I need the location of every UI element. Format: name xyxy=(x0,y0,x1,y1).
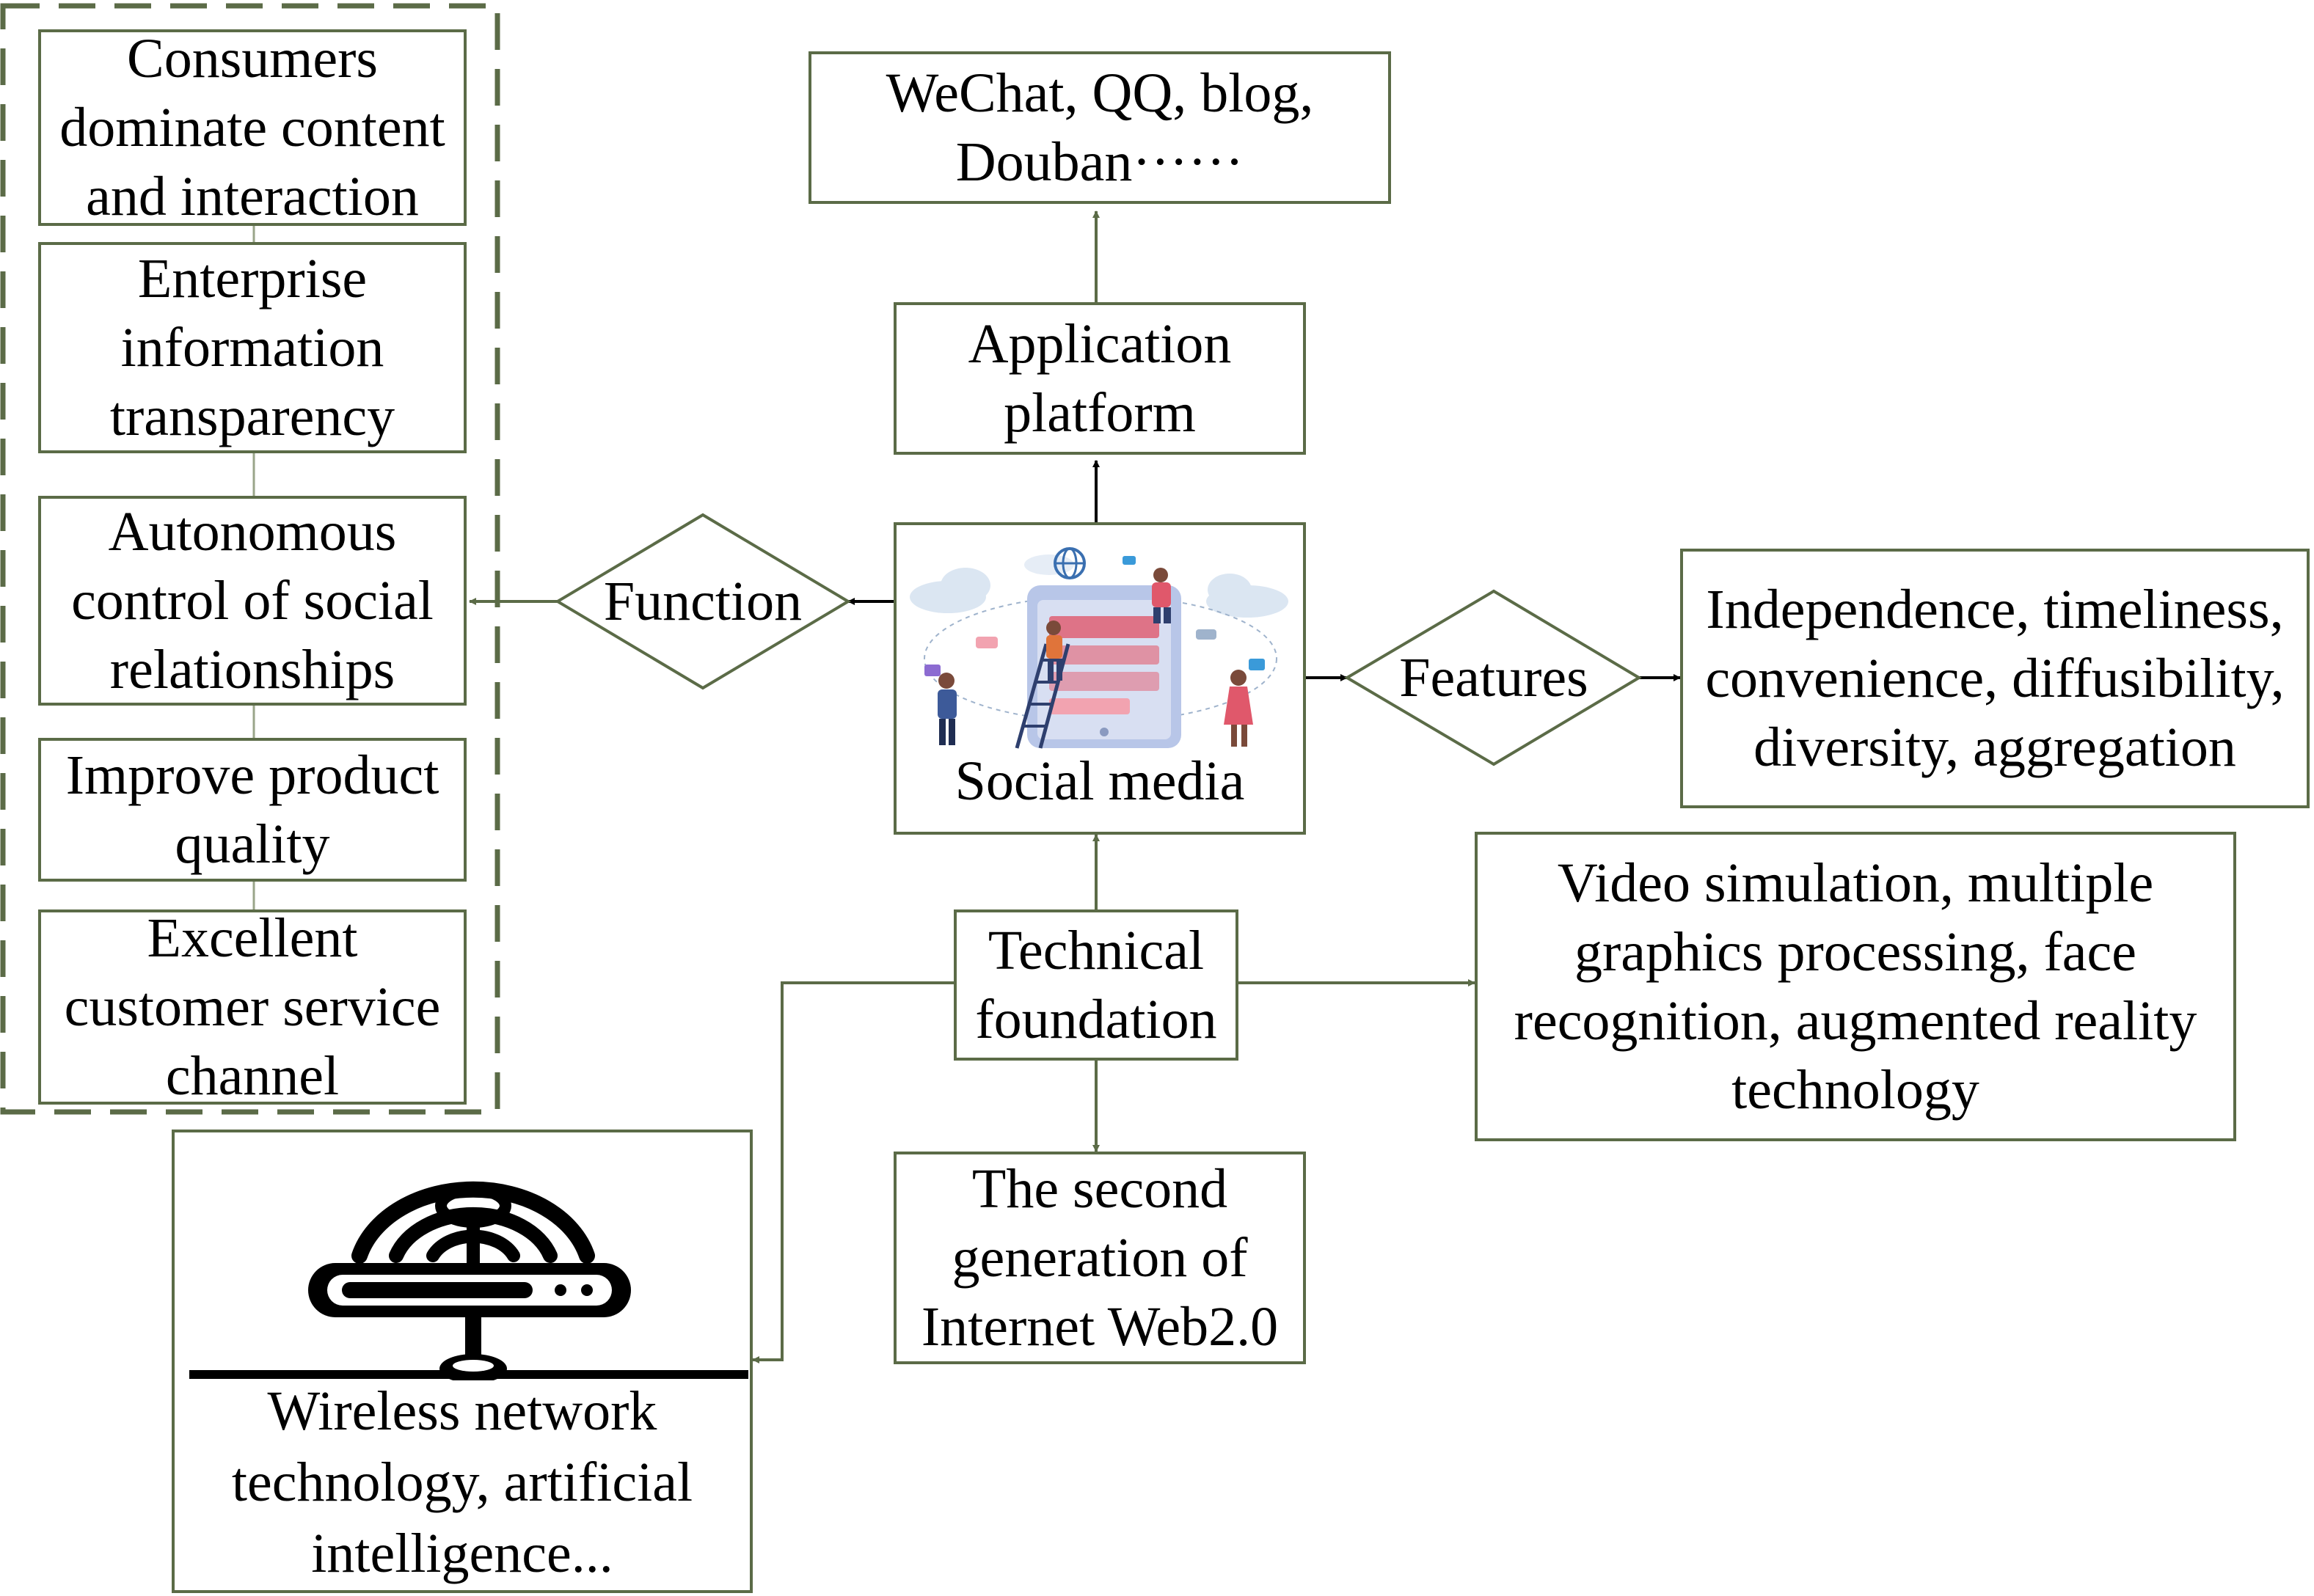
apps-box: WeChat, QQ, blog, Douban······ xyxy=(809,51,1391,204)
arrow-tech-to-wireless xyxy=(752,981,954,1363)
wireless-box xyxy=(172,1130,753,1593)
function-box-transparency: Enterprise information transparency xyxy=(38,242,467,453)
function-label: Autonomous control of social relationshi… xyxy=(71,501,434,700)
web2-box: The second generation of Internet Web2.0 xyxy=(894,1152,1306,1364)
application-platform-box: Application platform xyxy=(894,302,1306,455)
function-diamond xyxy=(555,513,851,690)
features-diamond xyxy=(1344,589,1642,766)
social-media-label: Social media xyxy=(955,750,1245,812)
function-diamond-label: Function xyxy=(603,571,803,632)
features-list-box: Independence, timeliness, convenience, d… xyxy=(1680,549,2310,808)
function-group-frame xyxy=(0,3,500,1115)
function-box-relationships: Autonomous control of social relationshi… xyxy=(38,496,467,706)
function-label: Consumers dominate content and interacti… xyxy=(59,28,445,227)
technical-foundation-box: Technical foundation xyxy=(954,909,1238,1061)
function-box-quality: Improve product quality xyxy=(38,738,467,882)
wireless-router-icon xyxy=(189,1181,748,1380)
features-diamond-label: Features xyxy=(1399,647,1588,709)
function-box-service: Excellent customer service channel xyxy=(38,907,467,1107)
social-media-illustration xyxy=(910,547,1288,749)
technical-foundation-label: Technical foundation xyxy=(975,920,1217,1050)
features-list-label: Independence, timeliness, convenience, d… xyxy=(1705,579,2285,778)
function-label: Improve product quality xyxy=(65,744,439,875)
wireless-label: Wireless network technology, artificial … xyxy=(231,1380,693,1584)
tech-list-box: Video simulation, multiple graphics proc… xyxy=(1475,832,2236,1141)
application-platform-label: Application platform xyxy=(968,313,1232,444)
function-label: Enterprise information transparency xyxy=(109,248,395,447)
tech-list-label: Video simulation, multiple graphics proc… xyxy=(1514,852,2197,1121)
apps-label: WeChat, QQ, blog, Douban······ xyxy=(886,62,1314,193)
function-box-consumers: Consumers dominate content and interacti… xyxy=(38,28,467,227)
web2-label: The second generation of Internet Web2.0 xyxy=(921,1158,1279,1358)
function-label: Excellent customer service channel xyxy=(64,907,441,1107)
